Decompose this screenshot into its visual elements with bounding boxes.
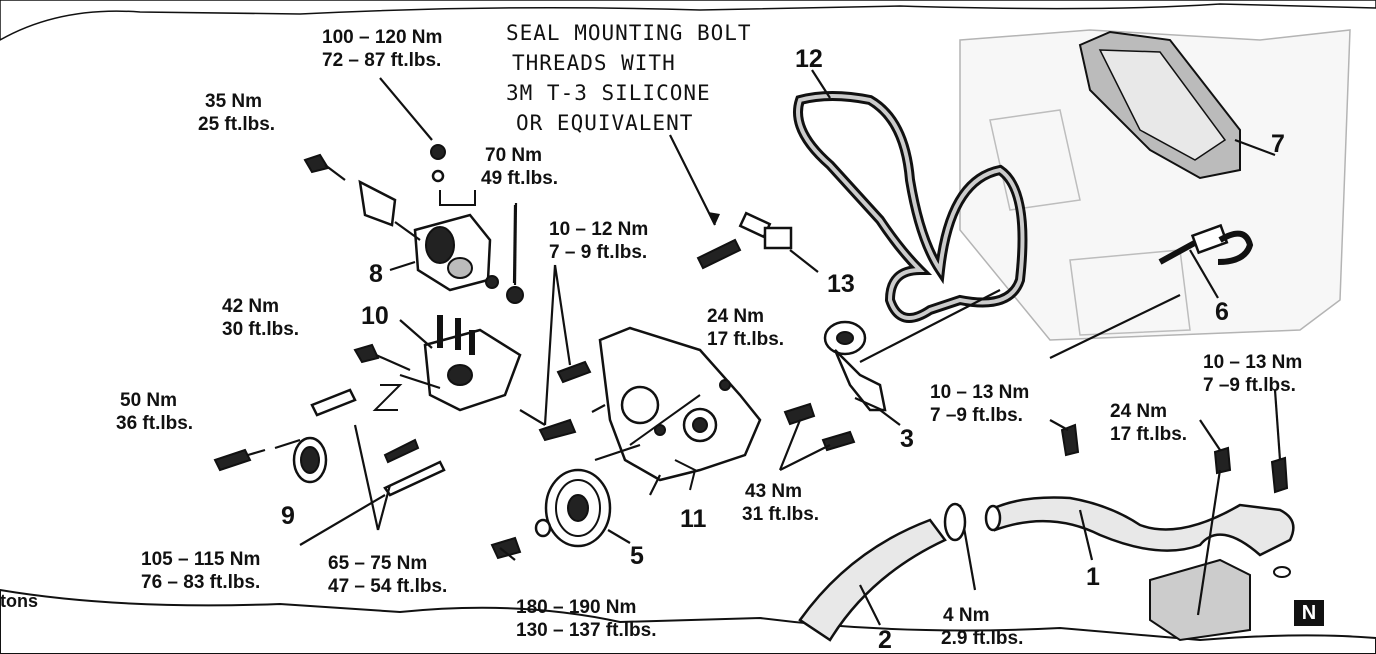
torque-35-ftlbs: 25 ft.lbs. — [198, 114, 276, 135]
part-11-oil-pump — [598, 326, 762, 496]
leader-lines — [299, 69, 1282, 616]
callout-12: 12 — [795, 45, 823, 73]
torque-50-ftlbs: 36 ft.lbs. — [116, 413, 194, 434]
torque-10-12-ftlbs: 7 – 9 ft.lbs. — [549, 242, 648, 263]
torque-43-ftlbs: 31 ft.lbs. — [742, 504, 820, 525]
note-line-1: SEAL MOUNTING BOLT — [506, 21, 752, 45]
torque-4-nm: 4 Nm — [943, 605, 990, 626]
torque-105-115-ftlbs: 76 – 83 ft.lbs. — [141, 572, 261, 593]
torque-24-upper-ftlbs: 17 ft.lbs. — [707, 329, 785, 350]
torque-24-upper-nm: 24 Nm — [707, 306, 765, 327]
part-10-bracket — [353, 315, 522, 412]
torque-105-115-nm: 105 – 115 Nm — [141, 549, 261, 570]
note-line-4: OR EQUIVALENT — [516, 111, 694, 135]
note-line-3: 3M T-3 SILICONE — [506, 81, 711, 105]
engine-block — [959, 29, 1351, 341]
fasteners-upper — [303, 77, 524, 304]
part-9-pulley — [292, 436, 328, 484]
torque-100-120-ftlbs: 72 – 87 ft.lbs. — [322, 50, 442, 71]
part-13-sensor — [738, 211, 819, 273]
callout-5: 5 — [630, 542, 644, 570]
edge-fragment-text: tons — [0, 591, 38, 611]
callout-11: 11 — [680, 505, 707, 533]
torque-70-ftlbs: 49 ft.lbs. — [481, 168, 559, 189]
torn-bottom-edge — [0, 588, 1376, 654]
torque-10-13-mid-nm: 10 – 13 Nm — [930, 382, 1030, 403]
callout-10: 10 — [361, 302, 389, 330]
callout-8: 8 — [369, 260, 383, 288]
part-6-sensor — [1158, 223, 1254, 299]
torque-180-190-ftlbs: 130 – 137 ft.lbs. — [516, 620, 657, 641]
torque-4-ftlbs: 2.9 ft.lbs. — [941, 628, 1024, 649]
torque-43-nm: 43 Nm — [745, 481, 803, 502]
torque-35-nm: 35 Nm — [205, 91, 263, 112]
part-3-tensioner — [823, 289, 1001, 426]
torque-24-lower-nm: 24 Nm — [1110, 401, 1168, 422]
torque-10-12-nm: 10 – 12 Nm — [549, 219, 649, 240]
torque-42-nm: 42 Nm — [222, 296, 280, 317]
callout-3: 3 — [900, 425, 914, 453]
torque-100-120-nm: 100 – 120 Nm — [322, 27, 443, 48]
torque-70-nm: 70 Nm — [485, 145, 543, 166]
note-line-2: THREADS WITH — [512, 51, 676, 75]
torque-180-190-nm: 180 – 190 Nm — [516, 597, 637, 618]
torque-50-nm: 50 Nm — [120, 390, 178, 411]
bolts-middle — [783, 402, 1289, 591]
torn-top-edge — [0, 0, 1376, 41]
torque-10-13-right-ftlbs: 7 –9 ft.lbs. — [1203, 375, 1296, 396]
torque-10-13-mid-ftlbs: 7 –9 ft.lbs. — [930, 405, 1023, 426]
callout-6: 6 — [1215, 298, 1229, 326]
callout-2: 2 — [878, 626, 892, 654]
part-1-water-pipe — [984, 294, 1295, 642]
part-8-engine-mount — [358, 179, 492, 292]
part-5-crank-pulley — [490, 443, 641, 560]
callout-9: 9 — [281, 502, 295, 530]
corner-n-box: N — [1294, 600, 1324, 626]
callout-1: 1 — [1086, 563, 1100, 591]
torque-24-lower-ftlbs: 17 ft.lbs. — [1110, 424, 1188, 445]
callout-13: 13 — [827, 270, 855, 298]
torque-65-75-ftlbs: 47 – 54 ft.lbs. — [328, 576, 448, 597]
torque-10-13-right-nm: 10 – 13 Nm — [1203, 352, 1303, 373]
torque-42-ftlbs: 30 ft.lbs. — [222, 319, 300, 340]
part-2-hose — [798, 502, 967, 642]
callout-7: 7 — [1271, 130, 1285, 158]
torque-65-75-nm: 65 – 75 Nm — [328, 553, 428, 574]
